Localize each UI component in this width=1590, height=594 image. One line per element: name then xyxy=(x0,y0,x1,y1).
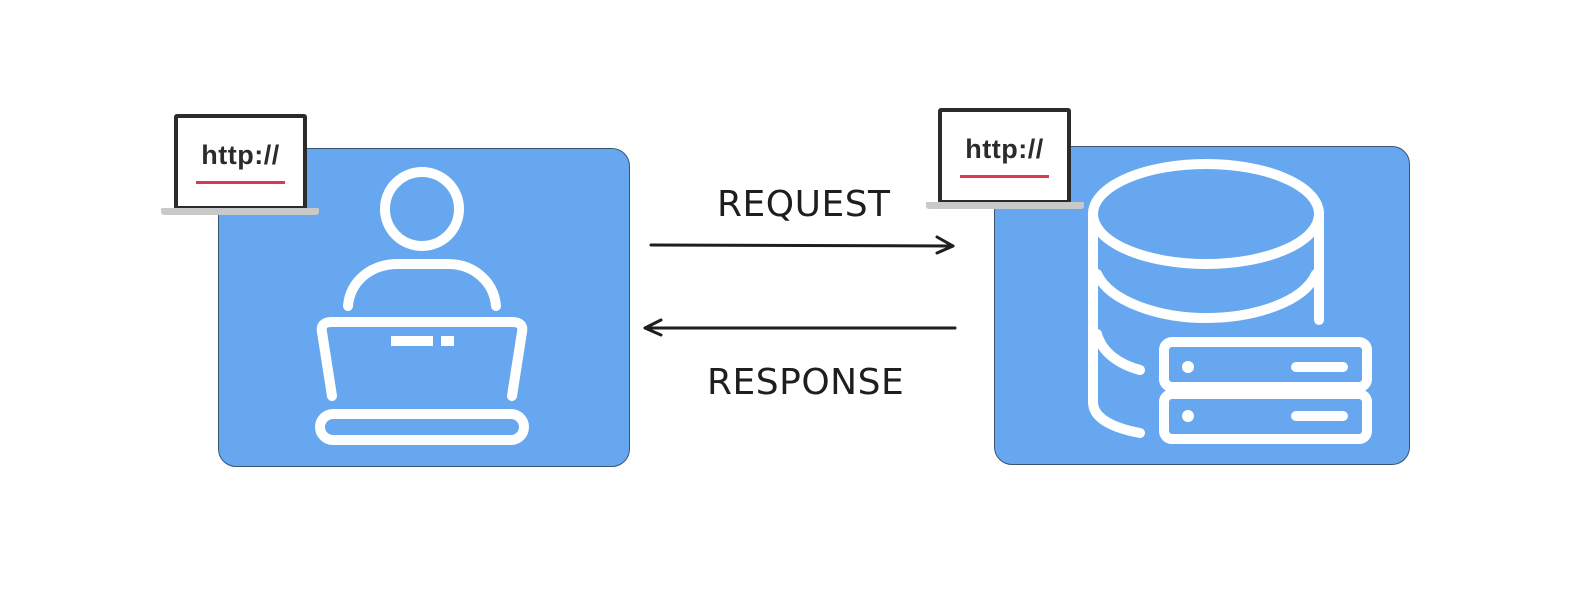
response-label: RESPONSE xyxy=(707,362,905,403)
server-laptop-base xyxy=(926,202,1084,209)
request-label: REQUEST xyxy=(717,184,891,225)
client-url-underline xyxy=(196,181,285,184)
server-laptop-url: http:// xyxy=(965,134,1044,164)
client-laptop-base xyxy=(161,208,319,215)
server-laptop-screen: http:// xyxy=(938,108,1071,204)
server-url-underline xyxy=(960,175,1049,178)
client-laptop-screen: http:// xyxy=(174,114,307,210)
client-laptop-url: http:// xyxy=(201,140,280,170)
